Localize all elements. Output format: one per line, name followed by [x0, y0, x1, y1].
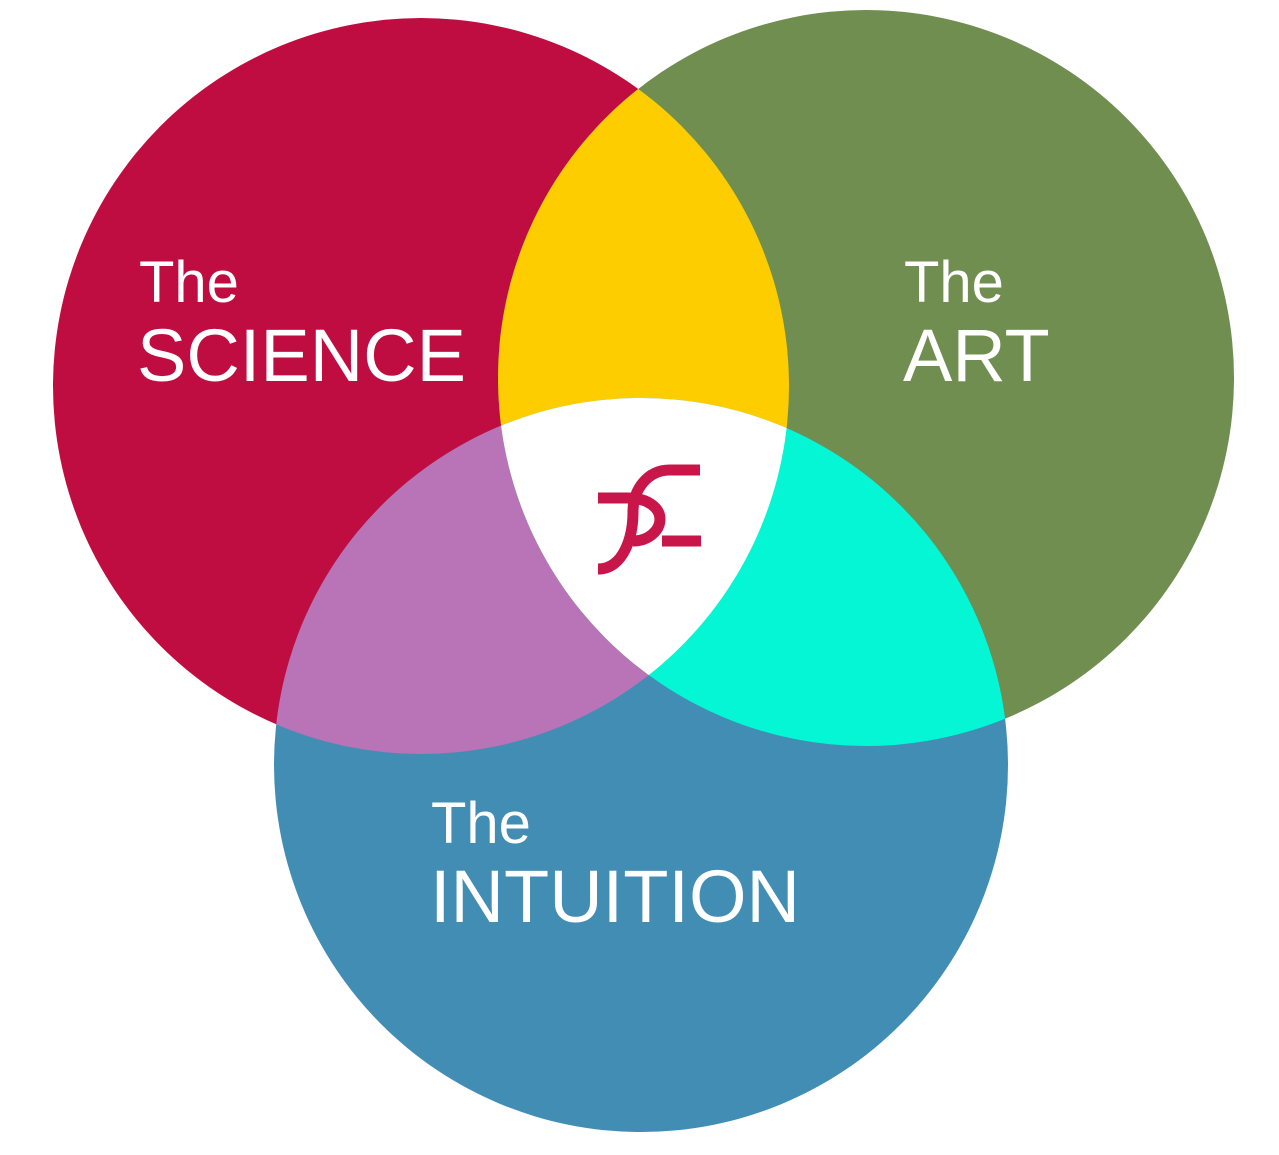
- art-prefix: The: [904, 250, 1004, 315]
- intuition-prefix: The: [431, 791, 531, 856]
- art-label: ART: [903, 314, 1050, 397]
- logo-c-stroke: [597, 464, 700, 575]
- science-intuition-overlap: [274, 398, 789, 754]
- science-prefix: The: [139, 250, 239, 315]
- intuition-label: INTUITION: [430, 855, 800, 938]
- sc-monogram-logo-icon: [597, 464, 701, 575]
- science-label: SCIENCE: [137, 314, 466, 397]
- art-intuition-overlap: [498, 398, 1008, 746]
